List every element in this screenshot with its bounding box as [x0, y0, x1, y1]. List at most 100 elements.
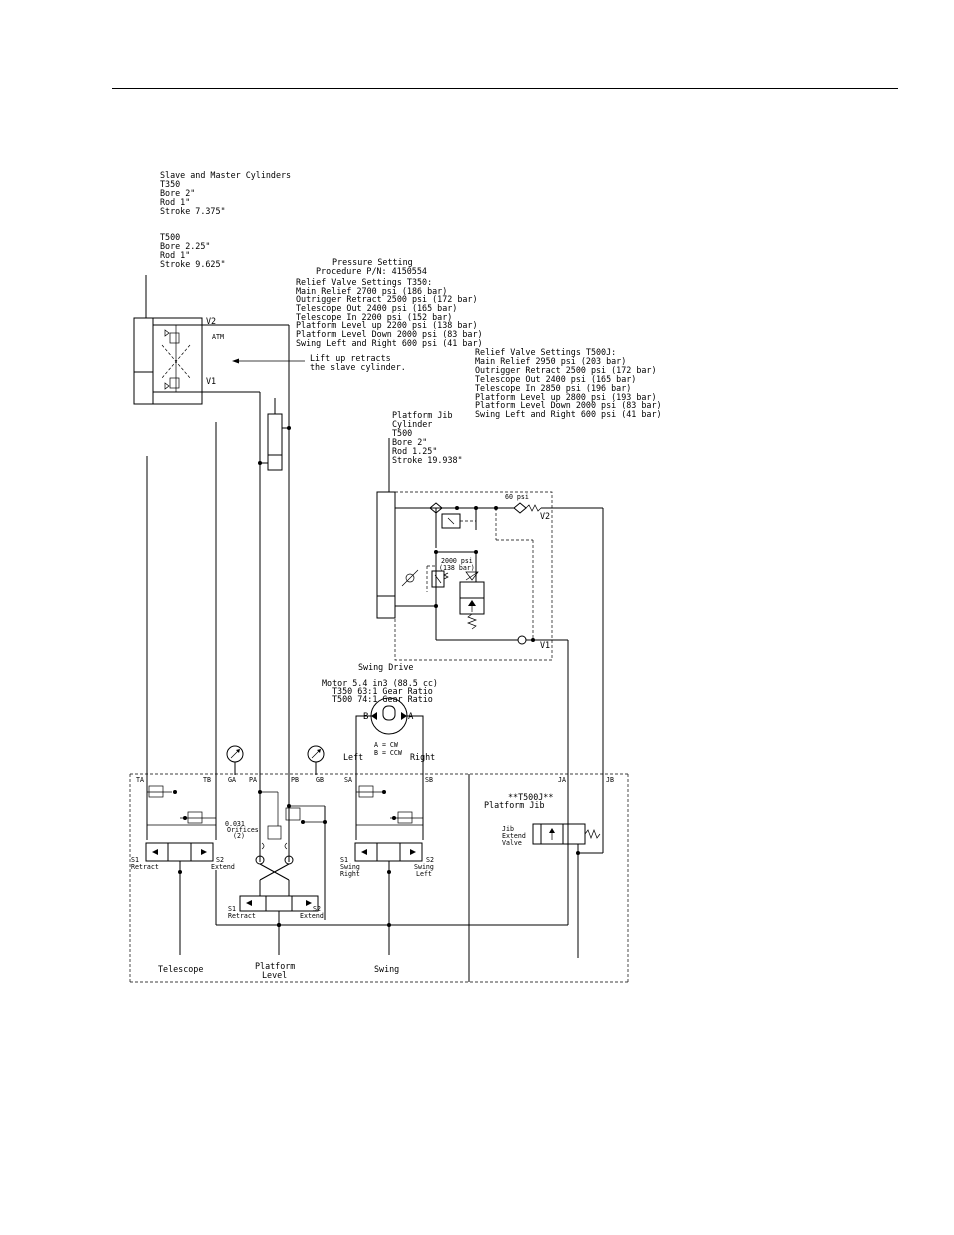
relief-line: Telescope Out 2400 psi (165 bar) — [475, 374, 636, 384]
s1-label: Swing — [340, 863, 360, 871]
telescope-label: Telescope — [158, 964, 203, 974]
port-label: JA — [558, 776, 566, 784]
port-labels: TA TB GA PA PB GB SA SB JA JB — [136, 776, 614, 784]
s2-label: Extend — [300, 912, 324, 920]
left-label: Left — [343, 752, 363, 762]
jib-subtitle: Platform Jib — [484, 800, 545, 810]
swing-section: S1 Swing Right S2 Swing Left Swing — [340, 775, 434, 974]
jib-section: **T500J** Platform Jib Jib Extend Valve — [484, 780, 603, 958]
port-label: TB — [203, 776, 211, 784]
platform-level-section: 0.031 Orifices (2) S1 Retract S2 Extend — [225, 775, 327, 980]
port-label: PB — [291, 776, 299, 784]
jib-valve-label: Jib — [502, 825, 514, 833]
s2-label: S2 — [426, 856, 434, 864]
s1-label: S1 — [131, 856, 139, 864]
port-label: TA — [136, 776, 144, 784]
t500-line: Bore 2.25" — [160, 241, 210, 251]
t500-line: Stroke 9.625" — [160, 259, 226, 269]
port-label: SB — [425, 776, 433, 784]
header-rule — [112, 88, 898, 89]
legend-a: A = CW — [374, 741, 398, 749]
pressure-line: Procedure P/N: 4150554 — [316, 266, 427, 276]
relief-bar-label: (138 bar) — [439, 564, 475, 572]
swing-title: Swing Drive — [358, 662, 413, 672]
swing-drive: Swing Drive Motor 5.4 in3 (88.5 cc) T350… — [322, 662, 438, 775]
relief-line: Relief Valve Settings T350: — [296, 277, 432, 287]
relief-line: Platform Level up 2800 psi (193 bar) — [475, 392, 657, 402]
relief-line: Swing Left and Right 600 psi (41 bar) — [475, 409, 662, 419]
relief-line: Relief Valve Settings T500J: — [475, 347, 616, 357]
s2-label: Extend — [211, 863, 235, 871]
orifice-label: Orifices — [227, 826, 259, 834]
check-valve-v1 — [517, 635, 527, 645]
s2-label: S2 — [216, 856, 224, 864]
slave-note: Lift up retracts — [310, 353, 391, 363]
jib-v2-label: V2 — [540, 511, 550, 521]
port-label: PA — [249, 776, 257, 784]
s1-label: Right — [340, 870, 360, 878]
pressure-line: Pressure Setting — [332, 257, 413, 267]
cylinders-title: Slave and Master Cylinders — [160, 170, 291, 180]
orifice-label: 0.031 — [225, 820, 245, 828]
slave-cylinder — [133, 317, 154, 405]
jib-valve-label: Extend — [502, 832, 526, 840]
relief-line: Platform Level up 2200 psi (138 bar) — [296, 320, 478, 330]
cylinders-note: Slave and Master Cylinders T350 Bore 2" … — [160, 170, 291, 269]
v1-label: V1 — [206, 376, 216, 386]
port-label: GA — [228, 776, 236, 784]
port-label: SA — [344, 776, 352, 784]
relief-line: Platform Level Down 2000 psi (83 bar) — [475, 400, 662, 410]
slave-valve-block — [133, 317, 203, 405]
jib-note-line: Platform Jib — [392, 410, 453, 420]
jib-note-line: Rod 1.25" — [392, 446, 437, 456]
swing-label: Swing — [374, 964, 399, 974]
t350-line: T350 — [160, 179, 180, 189]
jib-valve-block — [394, 491, 553, 661]
port-label: JB — [606, 776, 614, 784]
s2-label: Left — [416, 870, 432, 878]
jib-cylinder-note: Platform Jib Cylinder T500 Bore 2" Rod 1… — [392, 410, 463, 465]
port-a-label: A — [408, 712, 414, 722]
check-valve-60psi — [513, 502, 527, 514]
relief-psi-label: 2000 psi — [441, 557, 473, 565]
jib-cylinder — [376, 491, 396, 619]
orifice-label: (2) — [233, 832, 245, 840]
relief-line: Telescope Out 2400 psi (165 bar) — [296, 303, 457, 313]
t350-line: Stroke 7.375" — [160, 206, 226, 216]
t350-line: Rod 1" — [160, 197, 190, 207]
telescope-section: S1 Retract S2 Extend Telescope — [131, 775, 235, 974]
jib-v1-label: V1 — [540, 640, 550, 650]
check-psi-label: 60 psi — [505, 493, 529, 501]
s1-label: S1 — [340, 856, 348, 864]
t500-line: T500 — [160, 232, 180, 242]
legend-b: B = CCW — [374, 749, 402, 757]
s1-label: S1 — [228, 905, 236, 913]
jib-note-line: Cylinder — [392, 419, 432, 429]
relief-t350-note: Relief Valve Settings T350: Main Relief … — [296, 277, 483, 348]
t350-line: Bore 2" — [160, 188, 195, 198]
port-label: GB — [316, 776, 324, 784]
port-b-label: B — [363, 712, 368, 722]
s1-label: Retract — [228, 912, 256, 920]
pressure-note: Pressure Setting Procedure P/N: 4150554 — [316, 257, 427, 276]
t500-line: Rod 1" — [160, 250, 190, 260]
s2-label: S2 — [313, 905, 321, 913]
relief-line: Telescope In 2850 psi (196 bar) — [475, 383, 631, 393]
master-cylinder — [267, 413, 283, 471]
platform-label: Level — [262, 970, 287, 980]
relief-line: Swing Left and Right 600 psi (41 bar) — [296, 338, 483, 348]
jib-note-line: T500 — [392, 428, 412, 438]
relief-line: Telescope In 2200 psi (152 bar) — [296, 312, 452, 322]
atm-label: ATM — [212, 333, 224, 341]
s2-label: Swing — [414, 863, 434, 871]
relief-line: Main Relief 2700 psi (186 bar) — [296, 286, 447, 296]
manifold: TA TB GA PA PB GB SA SB JA JB — [129, 745, 629, 983]
slave-note: the slave cylinder. — [310, 362, 406, 372]
swing-line: T350 63:1 Gear Ratio — [332, 686, 433, 696]
relief-line: Platform Level Down 2000 psi (83 bar) — [296, 329, 483, 339]
relief-line: Main Relief 2950 psi (203 bar) — [475, 356, 626, 366]
jib-title: **T500J** — [508, 792, 553, 802]
jib-note-line: Stroke 19.938" — [392, 455, 463, 465]
